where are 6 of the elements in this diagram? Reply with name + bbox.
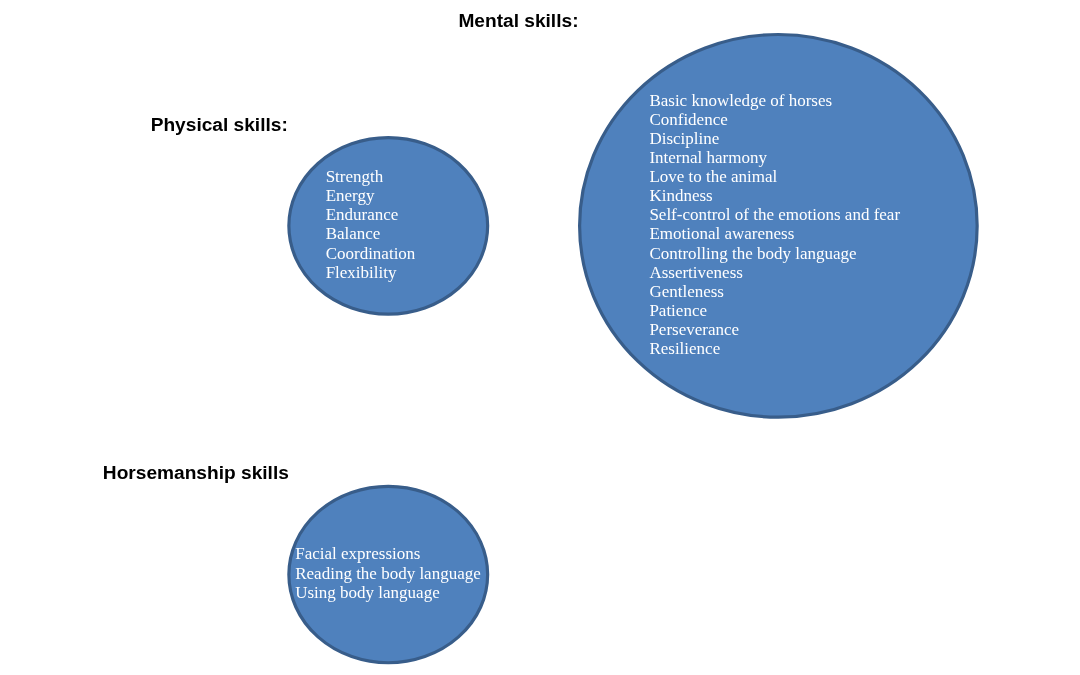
node-circle: Basic knowledge of horses Confidence Discipline Internal harmony Love to the animal Kindness Self-control of the emotions and fear Emotional awareness Controlling the body language Assertiveness Gentleness Patience Perseverance Resilience bbox=[578, 32, 979, 419]
node-label: Physical skills: bbox=[150, 113, 288, 135]
node-label: Horsemanship skills bbox=[102, 461, 289, 483]
node-ellipse: Facial expressions Reading the body language Using body language bbox=[287, 484, 490, 664]
node-label: Mental skills: bbox=[458, 10, 579, 31]
node-ellipse: Strength Energy Endurance Balance Coordination Flexibility bbox=[287, 135, 490, 316]
